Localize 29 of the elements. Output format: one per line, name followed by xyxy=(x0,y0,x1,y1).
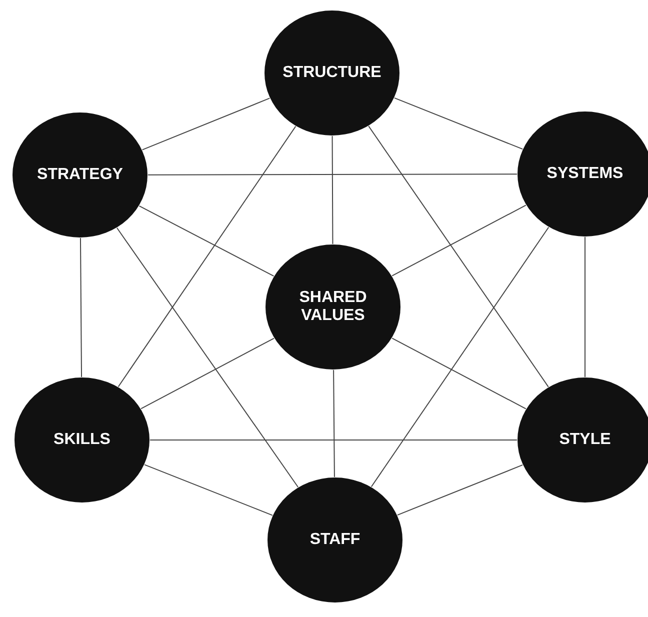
node-label: SYSTEMS xyxy=(546,164,624,184)
node-label: SKILLS xyxy=(52,430,112,450)
connector-line xyxy=(148,174,518,176)
connector-line xyxy=(80,238,82,378)
circle-node xyxy=(265,244,401,370)
circle-node xyxy=(264,10,400,136)
connector-line xyxy=(138,205,274,277)
connector-line xyxy=(333,370,335,478)
node-label: SHARED VALUES xyxy=(298,288,368,326)
connector-line xyxy=(392,204,526,276)
node-label: STRATEGY xyxy=(36,166,124,184)
node-label: STYLE xyxy=(558,430,612,450)
connector-line xyxy=(118,126,296,388)
connector-line xyxy=(396,464,524,516)
node-label: STRUCTURE xyxy=(282,64,382,82)
connector-line xyxy=(116,227,299,488)
circle-node xyxy=(14,377,150,503)
connector-line xyxy=(142,98,270,150)
connector-line xyxy=(584,236,586,378)
connector-line xyxy=(332,136,334,244)
connector-line xyxy=(370,226,550,488)
circle-node xyxy=(267,477,403,603)
node-label: STAFF xyxy=(308,530,362,550)
connector-line xyxy=(392,338,526,410)
connector-line xyxy=(368,126,549,388)
connector-line xyxy=(140,338,274,410)
connector-line xyxy=(394,97,524,150)
connector-line xyxy=(144,464,273,516)
circle-node xyxy=(12,112,148,238)
